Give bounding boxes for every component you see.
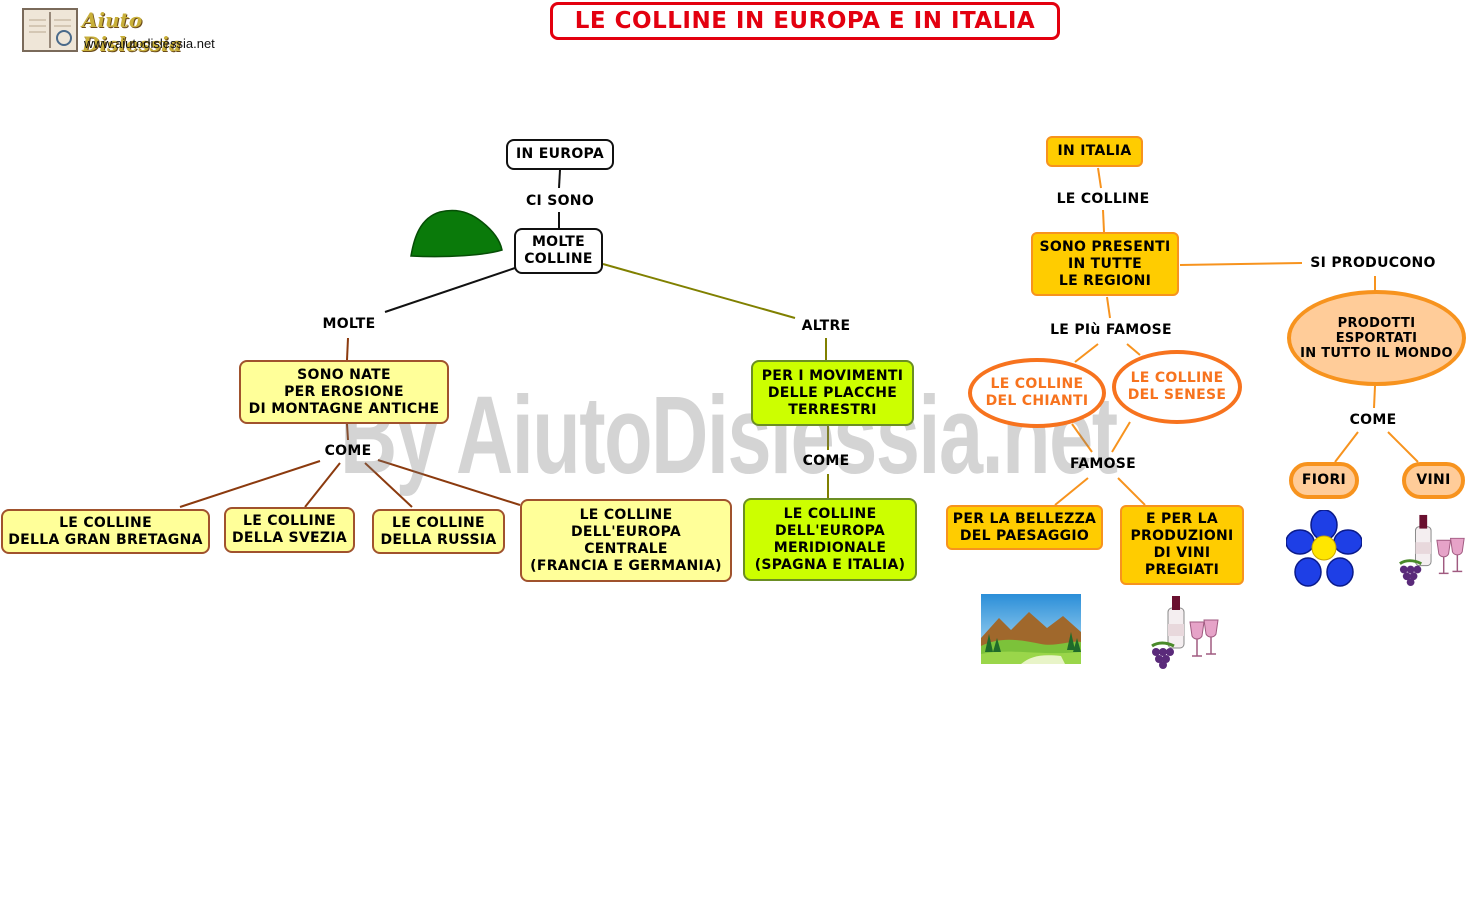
node-vini: VINI — [1402, 462, 1465, 499]
node-gran-bretagna: LE COLLINE DELLA GRAN BRETAGNA — [1, 509, 210, 554]
logo-name: Aiuto Dislessia — [82, 8, 182, 56]
page-title: LE COLLINE IN EUROPA E IN ITALIA — [550, 2, 1060, 40]
label-piu-famose: LE PIù FAMOSE — [1050, 322, 1172, 338]
label-le-colline: LE COLLINE — [1056, 191, 1150, 207]
logo-url[interactable]: www.aiutodislessia.net — [84, 36, 215, 51]
node-produzioni: E PER LA PRODUZIONI DI VINI PREGIATI — [1120, 505, 1244, 585]
node-presenti: SONO PRESENTI IN TUTTE LE REGIONI — [1031, 232, 1179, 296]
node-movimenti: PER I MOVIMENTI DELLE PLACCHE TERRESTRI — [751, 360, 914, 426]
site-logo: Aiuto Dislessia www.aiutodislessia.net — [22, 6, 232, 56]
node-fiori: FIORI — [1289, 462, 1359, 499]
node-in-italia: IN ITALIA — [1046, 136, 1143, 167]
landscape-icon — [981, 594, 1081, 668]
wine-icon — [1396, 512, 1470, 592]
node-in-europa: IN EUROPA — [506, 139, 614, 170]
label-si-producono: SI PRODUCONO — [1310, 255, 1436, 271]
node-europa-centrale: LE COLLINE DELL'EUROPA CENTRALE (FRANCIA… — [520, 499, 732, 582]
hill-icon — [408, 208, 504, 264]
node-chianti: LE COLLINE DEL CHIANTI — [968, 358, 1106, 428]
label-molte: MOLTE — [322, 316, 376, 332]
label-come-right: COME — [802, 453, 850, 469]
node-svezia: LE COLLINE DELLA SVEZIA — [224, 507, 355, 553]
node-molte-colline: MOLTE COLLINE — [514, 228, 603, 274]
node-senese: LE COLLINE DEL SENESE — [1112, 350, 1242, 424]
node-prodotti: PRODOTTI ESPORTATI IN TUTTO IL MONDO — [1287, 290, 1466, 386]
node-erosione: SONO NATE PER EROSIONE DI MONTAGNE ANTIC… — [239, 360, 449, 424]
label-come-left: COME — [324, 443, 372, 459]
node-russia: LE COLLINE DELLA RUSSIA — [372, 509, 505, 554]
flower-icon — [1285, 509, 1363, 592]
node-europa-meridionale: LE COLLINE DELL'EUROPA MERIDIONALE (SPAG… — [743, 498, 917, 581]
label-ci-sono: CI SONO — [525, 193, 595, 209]
label-altre: ALTRE — [801, 318, 851, 334]
label-come-italia: COME — [1349, 412, 1397, 428]
book-icon — [22, 8, 78, 52]
node-bellezza: PER LA BELLEZZA DEL PAESAGGIO — [946, 505, 1103, 550]
label-famose: FAMOSE — [1069, 456, 1137, 472]
wine-icon — [1148, 594, 1224, 674]
